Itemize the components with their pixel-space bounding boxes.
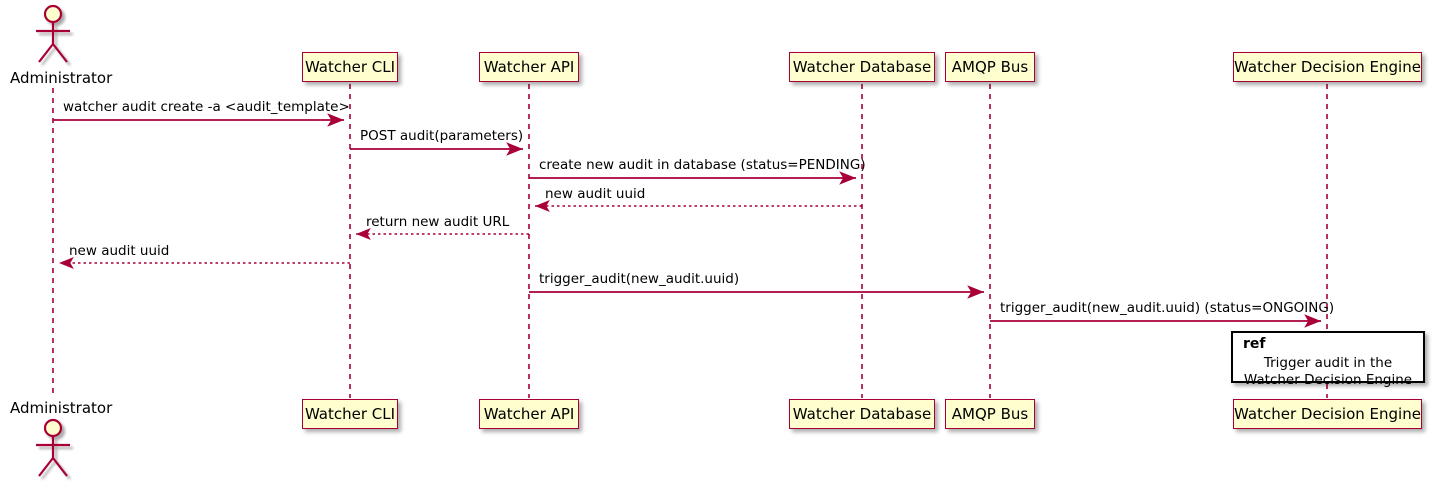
participant-label-watcher-api: Watcher API [483,57,575,76]
ref-fragment-tab: ref [1233,333,1299,354]
participant-box-amqp-bus-bottom[interactable]: AMQP Bus [945,399,1035,429]
participant-label-watcher-decision-engine: Watcher Decision Engine [1234,57,1421,76]
participant-box-watcher-database-top[interactable]: Watcher Database [789,52,935,82]
ref-fragment-line-2: Watcher Decision Engine [1243,372,1413,388]
participant-label-watcher-cli-bottom: Watcher CLI [304,404,396,423]
participant-box-watcher-cli-top[interactable]: Watcher CLI [302,52,398,82]
message-label-1: watcher audit create -a <audit_template> [63,99,350,115]
message-label-3: create new audit in database (status=PEN… [539,157,866,173]
actor-figure-administrator-top [36,4,70,63]
participant-label-watcher-cli: Watcher CLI [304,57,396,76]
message-label-5: return new audit URL [366,214,510,230]
message-label-8: trigger_audit(new_audit.uuid) (status=ON… [1000,300,1335,316]
ref-fragment-line-1: Trigger audit in the [1263,355,1393,371]
participant-label-watcher-database-bottom: Watcher Database [792,404,932,423]
actor-label-administrator-top: Administrator [10,69,113,87]
message-label-4: new audit uuid [545,186,646,202]
actor-label-administrator-bottom: Administrator [10,399,113,417]
participant-box-watcher-cli-bottom[interactable]: Watcher CLI [302,399,398,429]
participant-label-watcher-decision-engine-bottom: Watcher Decision Engine [1234,404,1421,423]
ref-fragment[interactable]: ref Trigger audit in the Watcher Decisio… [1231,331,1425,388]
participant-label-watcher-database: Watcher Database [792,57,932,76]
ref-fragment-keyword: ref [1243,336,1266,352]
message-label-7: trigger_audit(new_audit.uuid) [539,271,740,287]
actor-figure-administrator-bottom [36,418,70,477]
participant-box-watcher-database-bottom[interactable]: Watcher Database [789,399,935,429]
participant-box-watcher-api-bottom[interactable]: Watcher API [479,399,579,429]
message-arrows-group [53,113,1321,328]
message-label-6: new audit uuid [69,243,170,259]
message-label-2: POST audit(parameters) [360,128,524,144]
participant-label-watcher-api-bottom: Watcher API [483,404,575,423]
participant-box-watcher-decision-engine-bottom[interactable]: Watcher Decision Engine [1233,399,1422,429]
participant-box-amqp-bus-top[interactable]: AMQP Bus [945,52,1035,82]
participant-box-watcher-decision-engine-top[interactable]: Watcher Decision Engine [1233,52,1422,82]
participant-box-watcher-api-top[interactable]: Watcher API [479,52,579,82]
ref-fragment-body: Trigger audit in the Watcher Decision En… [1233,355,1423,389]
participant-label-amqp-bus: AMQP Bus [951,57,1029,76]
lifelines-group [52,84,1328,398]
participant-label-amqp-bus-bottom: AMQP Bus [951,404,1029,423]
